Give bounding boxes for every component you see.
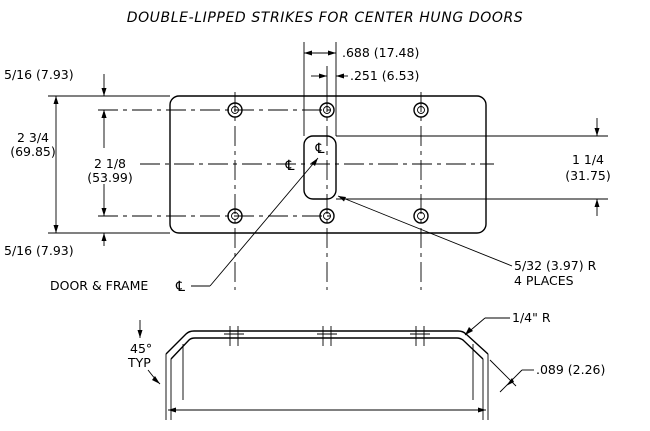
centerline-symbol-note: ℄ <box>175 279 185 295</box>
left-dimensions: 5/16 (7.93) 2 3/4 (69.85) 2 1/8 (53.99) … <box>4 67 170 258</box>
mounting-hole <box>413 208 429 224</box>
note-hole-radius: 5/32 (3.97) R <box>514 258 597 273</box>
plan-view: ℄ ℄ <box>98 92 494 290</box>
dim-top-offset: .251 (6.53) <box>350 68 419 83</box>
dim-overall-height-mm: (69.85) <box>10 144 56 159</box>
note-door-frame-center: DOOR & FRAME <box>50 278 148 293</box>
strike-slot <box>303 135 337 200</box>
dim-slot-height-mm: (31.75) <box>565 168 611 183</box>
note-angle-typ: TYP <box>127 355 151 370</box>
side-view: 45° TYP 1/4" R .089 (2.26) <box>127 310 605 420</box>
dim-left-top-edge: 5/16 (7.93) <box>4 67 74 82</box>
mounting-hole <box>319 102 335 118</box>
top-dimensions: .688 (17.48) .251 (6.53) <box>303 42 419 136</box>
strike-profile-inner <box>170 337 484 360</box>
note-thickness: .089 (2.26) <box>536 362 605 377</box>
centerline-symbol-plate: ℄ <box>285 158 295 174</box>
dim-slot-height-frac: 1 1/4 <box>572 152 604 167</box>
dim-left-bottom-edge: 5/16 (7.93) <box>4 243 74 258</box>
dim-overall-height-frac: 2 3/4 <box>17 130 49 145</box>
right-dimensions: 1 1/4 (31.75) <box>336 118 611 216</box>
note-hole-count: 4 PLACES <box>514 273 574 288</box>
dim-hole-spacing-frac: 2 1/8 <box>94 156 126 171</box>
mounting-hole <box>413 102 429 118</box>
mounting-hole <box>319 208 335 224</box>
leaders: 5/32 (3.97) R 4 PLACES DOOR & FRAME ℄ <box>50 157 597 295</box>
strike-plate-outline <box>169 95 487 234</box>
mounting-hole <box>227 102 243 118</box>
strike-profile-outer <box>165 330 489 355</box>
note-bend-radius: 1/4" R <box>512 310 551 325</box>
dim-top-width: .688 (17.48) <box>342 45 419 60</box>
dim-hole-spacing-mm: (53.99) <box>87 170 133 185</box>
drawing-title: DOUBLE-LIPPED STRIKES FOR CENTER HUNG DO… <box>127 10 524 26</box>
mounting-hole <box>227 208 243 224</box>
note-angle: 45° <box>130 341 152 356</box>
centerline-symbol-slot: ℄ <box>315 141 325 157</box>
